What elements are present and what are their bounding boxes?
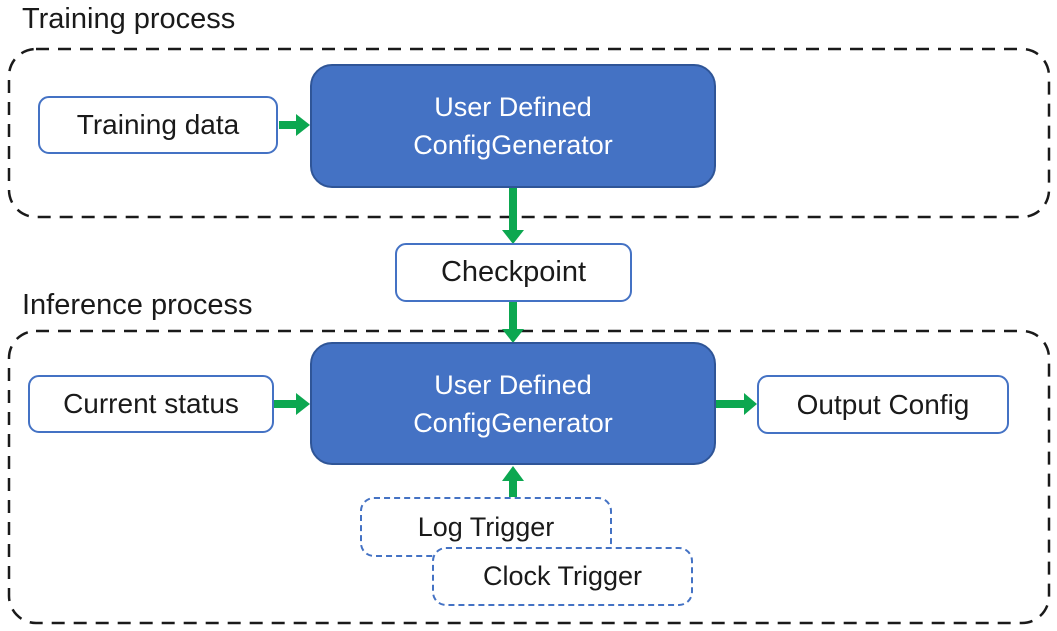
arrow-checkpoint-to-generator	[502, 302, 524, 343]
training-data-label: Training data	[76, 109, 240, 140]
config-generator-inference-line1: User Defined	[434, 369, 592, 400]
current-status-node: Current status	[28, 375, 274, 433]
inference-process-label: Inference process	[22, 289, 253, 321]
config-generator-training-line2: ConfigGenerator	[413, 130, 613, 160]
config-generator-inference-node: User Defined ConfigGenerator	[310, 342, 716, 465]
checkpoint-label: Checkpoint	[440, 256, 587, 288]
output-config-label: Output Config	[796, 388, 970, 420]
clock-trigger-node: Clock Trigger	[432, 547, 693, 606]
arrow-training-data-to-generator	[279, 114, 310, 136]
config-generator-training-node: User Defined ConfigGenerator	[310, 64, 716, 188]
training-process-label: Training process	[22, 3, 236, 35]
arrow-generator-to-checkpoint	[502, 187, 524, 244]
checkpoint-node: Checkpoint	[395, 243, 632, 302]
log-trigger-label: Log Trigger	[417, 511, 555, 542]
clock-trigger-label: Clock Trigger	[482, 561, 643, 591]
output-config-node: Output Config	[757, 375, 1009, 434]
arrow-triggers-to-generator	[502, 466, 524, 497]
arrow-generator-to-output-config	[716, 393, 757, 415]
config-generator-inference-line2: ConfigGenerator	[413, 407, 613, 438]
training-data-node: Training data	[38, 96, 278, 154]
arrow-current-status-to-generator	[274, 393, 310, 415]
current-status-label: Current status	[63, 388, 239, 419]
config-generator-training-line1: User Defined	[434, 92, 592, 122]
